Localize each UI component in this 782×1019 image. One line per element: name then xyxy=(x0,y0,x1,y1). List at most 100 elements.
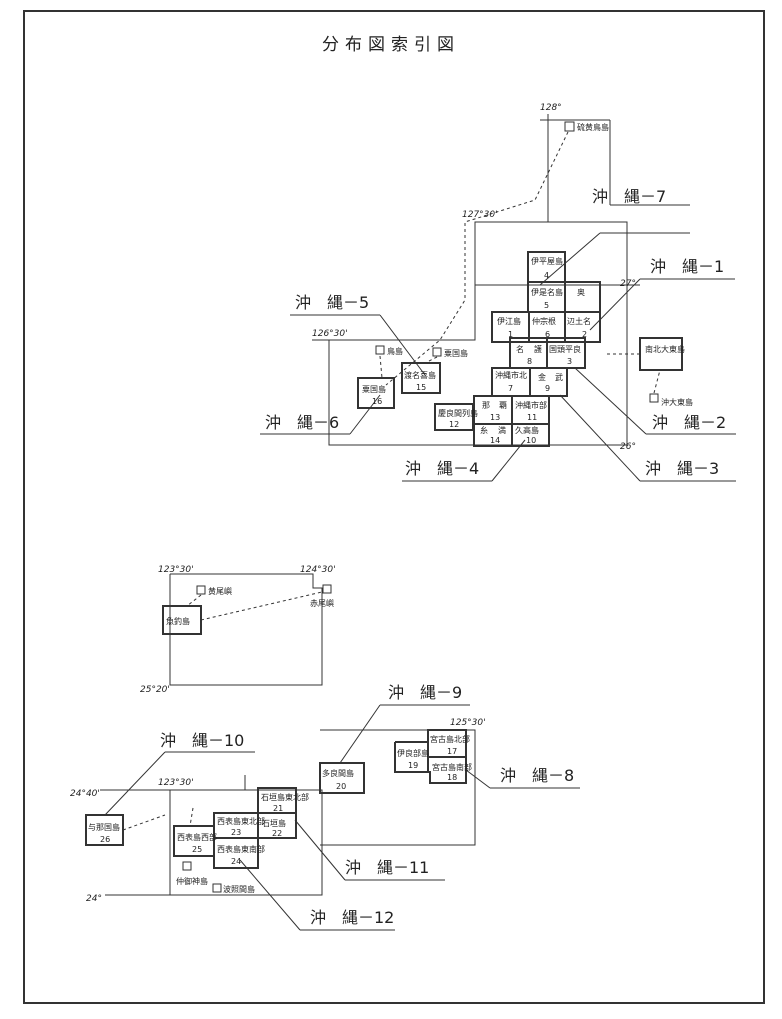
svg-text:127°30': 127°30' xyxy=(462,210,498,220)
svg-text:糸: 糸 xyxy=(480,425,488,435)
svg-text:15: 15 xyxy=(416,383,426,392)
svg-text:11: 11 xyxy=(527,413,537,422)
sheet-label-1: 沖 縄－1 xyxy=(650,257,724,276)
svg-text:粟国島: 粟国島 xyxy=(444,348,468,358)
svg-text:石垣島東北部: 石垣島東北部 xyxy=(261,792,309,802)
svg-text:石垣島: 石垣島 xyxy=(262,818,286,828)
svg-text:21: 21 xyxy=(273,804,283,813)
svg-text:126°30': 126°30' xyxy=(312,329,348,339)
sheet-label-6: 沖 縄－6 xyxy=(265,413,339,432)
cell-kudaka[interactable] xyxy=(511,423,550,447)
okidaito-marker xyxy=(649,393,659,403)
svg-text:14: 14 xyxy=(490,436,500,445)
svg-text:久高島: 久高島 xyxy=(515,425,539,435)
svg-text:沖縄市部: 沖縄市部 xyxy=(515,400,547,410)
svg-text:宮古島北部: 宮古島北部 xyxy=(430,734,470,744)
cell-miyako[interactable] xyxy=(394,729,467,784)
svg-text:123°30': 123°30' xyxy=(158,778,194,788)
cell-daito[interactable] xyxy=(639,337,683,371)
svg-text:18: 18 xyxy=(447,773,457,782)
sheet-label-4: 沖 縄－4 xyxy=(405,459,479,478)
svg-text:25°20': 25°20' xyxy=(140,685,170,695)
svg-text:金: 金 xyxy=(538,372,546,382)
svg-text:西表島東南部: 西表島東南部 xyxy=(217,844,265,854)
sheet-label-11: 沖 縄－11 xyxy=(345,858,429,877)
svg-text:24°40': 24°40' xyxy=(70,789,100,799)
svg-text:魚釣島: 魚釣島 xyxy=(166,616,190,626)
svg-text:奥: 奥 xyxy=(577,287,585,297)
svg-text:17: 17 xyxy=(447,747,457,756)
svg-text:赤尾嶼: 赤尾嶼 xyxy=(310,598,334,608)
cell-tonaki[interactable] xyxy=(401,362,441,394)
iotorishima-marker xyxy=(564,121,575,132)
sheet-label-9: 沖 縄－9 xyxy=(388,683,462,702)
svg-text:8: 8 xyxy=(527,357,532,366)
svg-text:那: 那 xyxy=(482,401,490,410)
svg-text:25: 25 xyxy=(192,845,202,854)
awashima-marker xyxy=(432,347,442,357)
svg-text:国頭平良: 国頭平良 xyxy=(549,344,581,354)
cell-aguni[interactable] xyxy=(357,377,395,409)
svg-text:124°30': 124°30' xyxy=(300,565,336,575)
cell-kerama[interactable] xyxy=(434,403,474,431)
svg-text:123°30': 123°30' xyxy=(158,565,194,575)
svg-text:128°: 128° xyxy=(540,103,562,113)
svg-text:16: 16 xyxy=(372,397,382,406)
sheet-label-10: 沖 縄－10 xyxy=(160,731,244,750)
nakanoushi-marker xyxy=(182,861,192,871)
svg-text:3: 3 xyxy=(567,357,572,366)
svg-text:鳥島: 鳥島 xyxy=(387,346,403,356)
svg-text:伊江島: 伊江島 xyxy=(497,316,521,326)
svg-text:沖縄市北: 沖縄市北 xyxy=(495,370,527,380)
svg-text:9: 9 xyxy=(545,384,550,393)
svg-text:1: 1 xyxy=(508,330,513,339)
svg-text:与那国島: 与那国島 xyxy=(88,822,120,832)
cell-hedo[interactable] xyxy=(564,311,601,343)
svg-text:粟国島: 粟国島 xyxy=(362,384,386,394)
svg-text:宮古島南部: 宮古島南部 xyxy=(432,762,472,772)
svg-text:南北大東島: 南北大東島 xyxy=(645,344,685,354)
svg-text:波照間島: 波照間島 xyxy=(223,884,255,894)
svg-text:7: 7 xyxy=(508,384,513,393)
svg-text:辺土名: 辺土名 xyxy=(567,316,591,326)
senkaku-group xyxy=(162,573,332,686)
svg-text:13: 13 xyxy=(490,413,500,422)
torishima-marker xyxy=(375,345,385,355)
sheet-label-5: 沖 縄－5 xyxy=(295,293,369,312)
page-title: 分布図索引図 xyxy=(322,35,460,55)
svg-text:黄尾嶼: 黄尾嶼 xyxy=(208,586,232,596)
kobisho-marker xyxy=(196,585,206,595)
svg-text:西表島西部: 西表島西部 xyxy=(177,832,217,842)
svg-text:24: 24 xyxy=(231,857,241,866)
sheet-label-8: 沖 縄－8 xyxy=(500,766,574,785)
svg-text:慶良間列島: 慶良間列島 xyxy=(438,408,478,418)
svg-text:覇: 覇 xyxy=(499,401,507,410)
svg-text:26°: 26° xyxy=(620,442,636,452)
svg-text:伊良部島: 伊良部島 xyxy=(397,748,429,758)
svg-text:20: 20 xyxy=(336,782,346,791)
svg-text:仲御神島: 仲御神島 xyxy=(176,876,208,886)
svg-text:沖大東島: 沖大東島 xyxy=(661,397,693,407)
svg-text:26: 26 xyxy=(100,835,110,844)
cell-iriomote-se[interactable] xyxy=(213,837,259,869)
svg-text:渡名喜島: 渡名喜島 xyxy=(404,370,436,380)
svg-text:27°: 27° xyxy=(620,279,636,289)
svg-text:19: 19 xyxy=(408,761,418,770)
svg-text:仲宗根: 仲宗根 xyxy=(532,316,556,326)
svg-text:12: 12 xyxy=(449,420,459,429)
svg-text:4: 4 xyxy=(544,271,549,280)
svg-text:10: 10 xyxy=(526,436,536,445)
cell-tarama[interactable] xyxy=(319,762,365,794)
svg-text:2: 2 xyxy=(582,330,587,339)
svg-text:伊是名島: 伊是名島 xyxy=(531,287,563,297)
okinawa-main-group xyxy=(260,114,736,482)
sheet-label-12: 沖 縄－12 xyxy=(310,908,394,927)
sheet-label-3: 沖 縄－3 xyxy=(645,459,719,478)
svg-text:伊平屋島: 伊平屋島 xyxy=(531,256,563,266)
svg-text:名: 名 xyxy=(516,344,524,354)
sheet-label-7: 沖 縄－7 xyxy=(592,187,666,206)
cell-oku[interactable] xyxy=(564,281,601,313)
sekibisho-marker xyxy=(322,584,332,594)
svg-text:護: 護 xyxy=(534,344,542,354)
